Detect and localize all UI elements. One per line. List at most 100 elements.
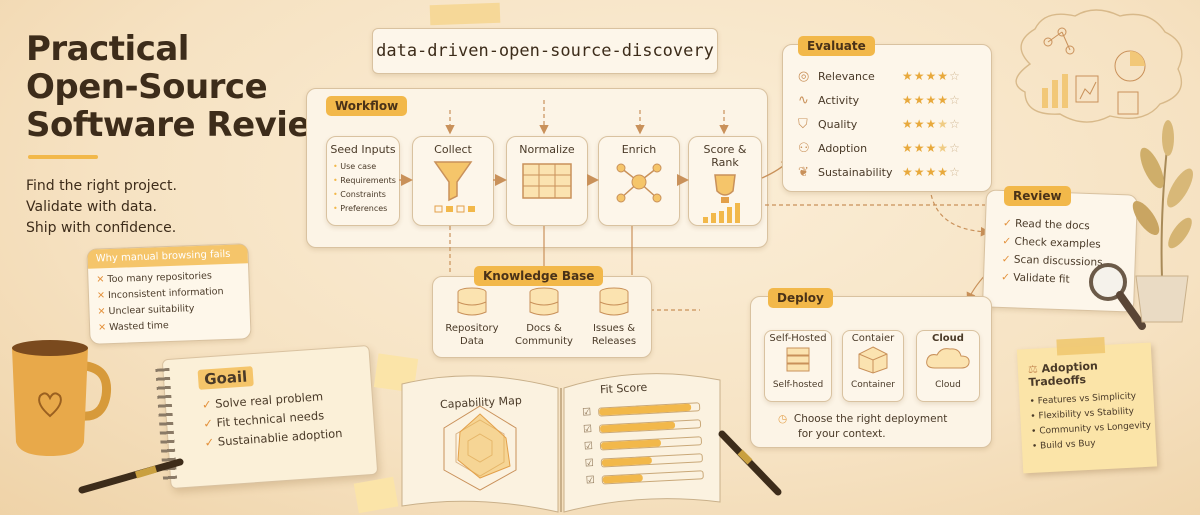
- check-icon: ✓: [204, 434, 215, 450]
- star-rating: ★★★★☆: [902, 93, 961, 107]
- star-icon: ☆: [949, 117, 961, 131]
- deploy-note-line: ◷ Choose the right deployment: [778, 412, 947, 427]
- evaluate-tag: Evaluate: [798, 36, 875, 56]
- check-icon: ✓: [1001, 253, 1011, 266]
- kb-item: Repository Data: [442, 286, 502, 348]
- database-icon: [457, 287, 487, 316]
- star-icon: ★: [913, 93, 926, 107]
- stage-score-rank: Score & Rank: [688, 136, 762, 226]
- seed-list: • Use case • Requirements • Constraints …: [327, 156, 399, 216]
- evaluate-label: Adoption: [818, 141, 868, 155]
- kb-label-line: Repository: [445, 323, 499, 334]
- tagline-line: Validate with data.: [26, 199, 158, 215]
- list-item-label: Check examples: [1014, 235, 1101, 251]
- fit-bar-fill: [599, 421, 676, 433]
- deploy-option-heading: Contaier: [851, 333, 895, 344]
- fit-bar-fill: [602, 473, 643, 483]
- check-icon: ✓: [1000, 271, 1011, 284]
- fit-bar-fill: [601, 456, 652, 466]
- deploy-note: ◷ Choose the right deployment for your c…: [778, 412, 947, 442]
- evaluate-row: ⚇ Adoption ★★★★☆: [798, 136, 984, 160]
- coffee-mug: [12, 340, 112, 456]
- kb-label: Issues & Releases: [584, 322, 644, 348]
- list-item-label: Requirements: [340, 176, 396, 185]
- deploy-option-cloud: Cloud Cloud: [916, 330, 980, 402]
- tape-decoration: [1056, 336, 1106, 356]
- idea-cloud-doodle: [1015, 9, 1183, 123]
- star-icon: ★: [902, 117, 914, 131]
- check-icon: ✓: [1002, 235, 1012, 248]
- star-icon: ★: [937, 93, 950, 107]
- fit-bar-fill: [599, 403, 692, 416]
- star-icon: ★: [925, 93, 938, 107]
- star-icon: ★: [937, 165, 950, 179]
- leaf-icon: ❦: [798, 164, 809, 180]
- users-icon: ⚇: [798, 140, 810, 156]
- stage-seed-inputs: Seed Inputs • Use case • Requirements • …: [326, 136, 400, 226]
- star-rating: ★★★★☆: [902, 165, 961, 179]
- kb-label-line: Data: [460, 336, 484, 347]
- list-item: • Constraints: [333, 190, 386, 199]
- evaluate-list: ◎Relevance★★★★☆∿Activity★★★★☆⛉Quality★★★…: [798, 64, 984, 184]
- plant-decoration: [1132, 120, 1193, 323]
- star-rating: ★★★★☆: [902, 141, 961, 155]
- stage-label: Enrich: [621, 143, 657, 156]
- deploy-note-line: for your context.: [798, 428, 886, 440]
- review-tag: Review: [1004, 186, 1071, 206]
- network-icon: [616, 163, 662, 203]
- deploy-option-heading: Cloud: [932, 333, 964, 344]
- evaluate-row: ❦Sustainability★★★★☆: [798, 160, 984, 184]
- star-icon: ☆: [949, 165, 961, 179]
- kb-label-line: Community: [515, 336, 573, 347]
- tradeoffs-title-text: Adoption Tradeoffs: [1028, 359, 1099, 390]
- tagline-line: Ship with confidence.: [26, 220, 177, 236]
- kb-item: Docs & Community: [512, 286, 576, 348]
- star-icon: ★: [925, 117, 938, 131]
- cloud-icon: [926, 348, 970, 369]
- tagline-line: Find the right project.: [26, 178, 177, 194]
- star-icon: ★: [902, 141, 914, 155]
- kb-label-line: Docs &: [526, 323, 562, 334]
- hero-title: Practical Open-Source Software Review: [26, 30, 341, 144]
- kb-item: Issues & Releases: [584, 286, 644, 348]
- pen-decoration: [78, 458, 184, 494]
- check-icon: ✓: [202, 416, 214, 431]
- title-underline: [28, 155, 98, 159]
- list-item-label: Community vs Longevity: [1039, 420, 1152, 437]
- fit-bar-fill: [600, 438, 662, 450]
- star-icon: ☆: [949, 69, 961, 83]
- stage-label: Normalize: [519, 143, 575, 156]
- evaluate-label: Sustainability: [818, 165, 893, 179]
- tradeoffs-title: ⚖ Adoption Tradeoffs: [1028, 357, 1153, 389]
- deploy-tag: Deploy: [768, 288, 833, 308]
- list-item: • Preferences: [333, 204, 388, 213]
- funnel-icon: [433, 161, 475, 213]
- fit-score-title: Fit Score: [599, 380, 648, 397]
- evaluate-label: Activity: [818, 93, 860, 107]
- checkbox-icon: ☑: [584, 457, 595, 469]
- tradeoffs-note: ⚖ Adoption Tradeoffs • Features vs Simpl…: [1016, 336, 1158, 474]
- star-icon: ★: [913, 117, 926, 131]
- kb-label-line: Releases: [591, 336, 637, 347]
- hero-tagline: Find the right project. Validate with da…: [26, 176, 177, 239]
- shield-icon: ⛉: [798, 116, 808, 132]
- checkbox-icon: ☑: [581, 406, 592, 418]
- star-icon: ★: [913, 165, 926, 179]
- evaluate-row: ⛉Quality★★★★☆: [798, 112, 984, 136]
- stage-label: Score & Rank: [703, 143, 747, 169]
- fit-bar-track: [599, 435, 703, 451]
- list-item-label: Constraints: [340, 190, 386, 199]
- database-icon: [529, 287, 559, 316]
- goal-notebook: Goail ✓ Solve real problem ✓ Fit technic…: [155, 344, 379, 490]
- stage-normalize: Normalize: [506, 136, 588, 226]
- fit-bar-track: [598, 418, 702, 434]
- target-icon: ◎: [798, 68, 810, 84]
- checkbox-icon: ☑: [583, 440, 594, 452]
- kb-label: Repository Data: [442, 322, 502, 348]
- list-item-label: Preferences: [340, 204, 388, 213]
- list-item-label: Read the docs: [1014, 217, 1090, 233]
- check-icon: ✓: [201, 397, 213, 412]
- deploy-option-self-hosted: Self-Hosted Self-hosted: [764, 330, 832, 402]
- deploy-option-container: Contaier Container: [842, 330, 904, 402]
- star-rating: ★★★★☆: [902, 69, 961, 83]
